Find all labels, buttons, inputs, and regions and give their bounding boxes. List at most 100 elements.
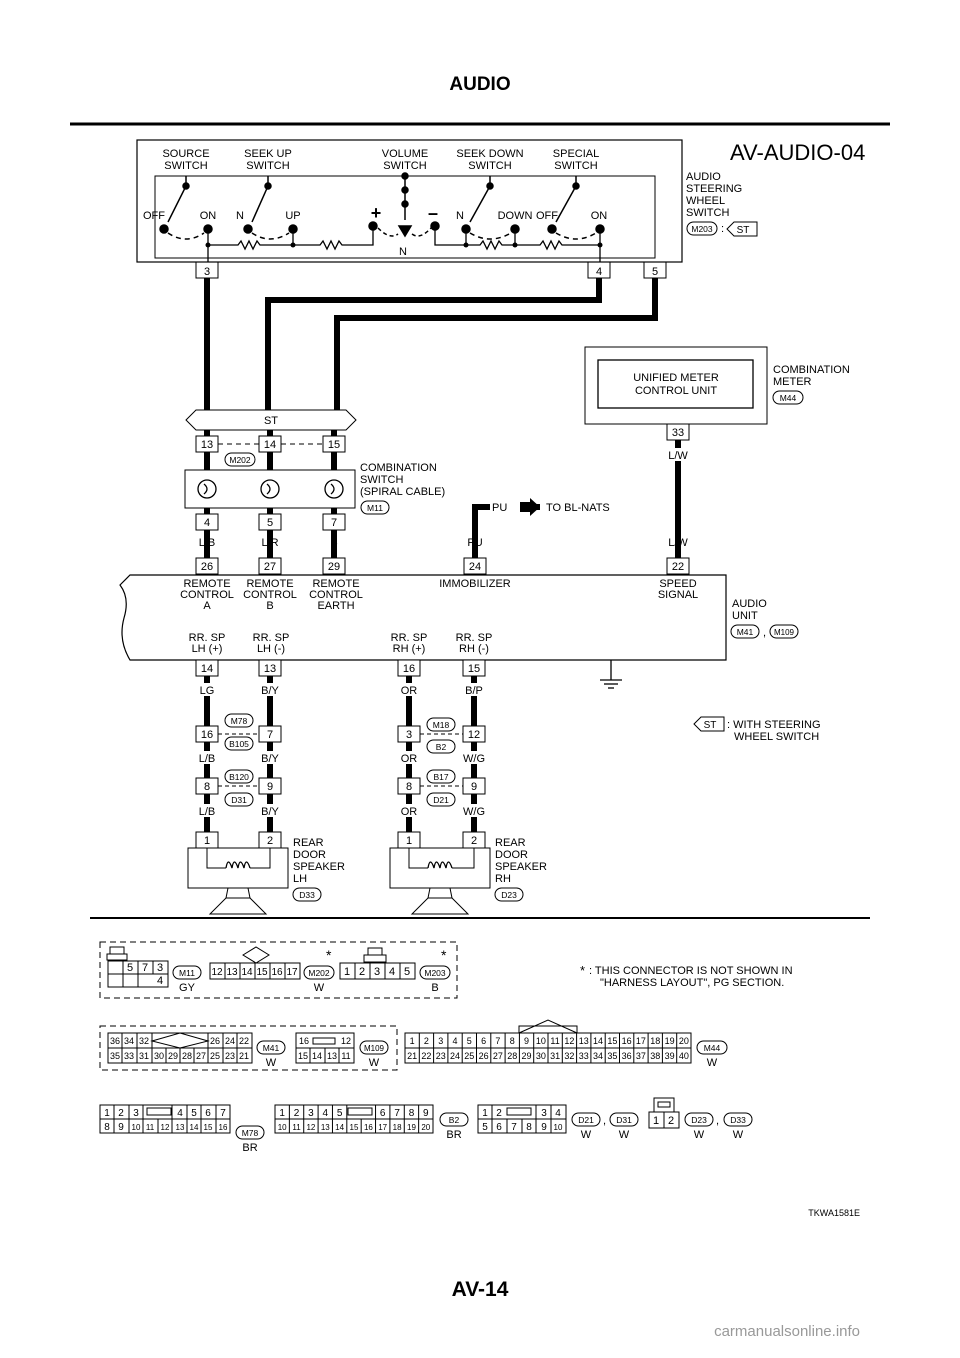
pos-plus: + — [371, 203, 382, 223]
diagram-id: AV-AUDIO-04 — [730, 140, 865, 165]
m41-name: M41 — [263, 1043, 280, 1053]
d23-comma: , — [716, 1115, 719, 1127]
m44-pin-31: 31 — [550, 1051, 560, 1061]
b2-pin-8: 8 — [409, 1108, 415, 1119]
m78-p4: 4 — [177, 1108, 183, 1119]
m44-pin-23: 23 — [436, 1051, 446, 1061]
m78-p14: 14 — [190, 1123, 199, 1132]
cs-pin-13: 13 — [201, 439, 213, 451]
st-bus-label: ST — [264, 415, 278, 427]
wire-wg3: W/G — [463, 806, 485, 818]
spk-lh-pin2: 2 — [267, 835, 273, 847]
m11-p7: 7 — [142, 962, 148, 974]
asws-name-3: WHEEL — [686, 195, 725, 207]
speaker-coil-icon — [225, 861, 251, 869]
pos-down: DOWN — [498, 210, 533, 222]
connector-m109-badge: M109 — [774, 628, 795, 637]
m44-pin-1: 1 — [410, 1036, 415, 1046]
au-lbl-e2: CONTROL — [309, 589, 363, 601]
badge-d33: D33 — [299, 890, 315, 900]
speaker-icon — [225, 887, 251, 899]
m44-pin-29: 29 — [521, 1051, 531, 1061]
connector-row-2: 36 34 32 26 24 22 35 33 31 30 29 28 27 2… — [99, 1019, 728, 1071]
m78-name: M78 — [242, 1128, 259, 1138]
m78-p13: 13 — [176, 1123, 185, 1132]
m44-pin-32: 32 — [564, 1051, 574, 1061]
m109-p11: 11 — [341, 1051, 350, 1061]
m78-p9: 9 — [118, 1122, 124, 1133]
volume-switch-label2: SWITCH — [383, 160, 426, 172]
b2-pin-10: 10 — [278, 1123, 287, 1132]
m78-p8: 8 — [104, 1122, 110, 1133]
j3-p9: 9 — [267, 781, 273, 793]
m203-color: B — [431, 982, 438, 994]
au-name-2: UNIT — [732, 610, 758, 622]
d23-p1: 1 — [653, 1115, 659, 1127]
spk-lh-name1: REAR — [293, 837, 324, 849]
au-lbl-lhp1: RR. SP — [189, 632, 226, 644]
m109-p14: 14 — [312, 1051, 322, 1061]
au-pin-16: 16 — [403, 663, 415, 675]
st-bus: ST — [185, 409, 357, 431]
wires-steering — [204, 278, 658, 420]
m78-p1: 1 — [104, 1108, 110, 1119]
special-switch-label: SPECIAL — [553, 148, 599, 160]
d21-p10: 10 — [554, 1123, 563, 1132]
asws-name-4: SWITCH — [686, 207, 729, 219]
m41-p28: 28 — [182, 1051, 192, 1061]
arrow-icon — [520, 498, 540, 516]
m41-p35: 35 — [110, 1051, 120, 1061]
d31-color: W — [619, 1129, 630, 1141]
au-pin-27: 27 — [264, 561, 276, 573]
m11-color: GY — [179, 982, 196, 994]
m41-p27: 27 — [196, 1051, 206, 1061]
m202-p12: 12 — [211, 967, 223, 978]
m44-pin-11: 11 — [550, 1036, 559, 1046]
b2-pin-14: 14 — [335, 1123, 344, 1132]
au-lbl-lhm1: RR. SP — [253, 632, 290, 644]
j1-p16: 16 — [201, 729, 213, 741]
m44-pin-26: 26 — [479, 1051, 489, 1061]
m44-pin-39: 39 — [665, 1051, 675, 1061]
wire-lb2: L/B — [199, 753, 216, 765]
connector-m202-badge: M202 — [229, 455, 251, 465]
pos-n: N — [236, 210, 244, 222]
m203-name: M203 — [424, 968, 446, 978]
m44-pin-34: 34 — [593, 1051, 603, 1061]
m44-name: M44 — [704, 1043, 721, 1053]
au-lbl-immo: IMMOBILIZER — [439, 578, 511, 590]
au-pin-26: 26 — [201, 561, 213, 573]
m41-p34: 34 — [124, 1036, 134, 1046]
m78-color: BR — [242, 1142, 257, 1154]
m202-color: W — [314, 982, 325, 994]
wire-pu: PU — [467, 537, 482, 549]
wire-lb: L/B — [199, 537, 216, 549]
badge-d31: D31 — [231, 795, 247, 805]
page-number: AV-14 — [451, 1278, 509, 1301]
wire-or3: OR — [401, 806, 418, 818]
pos-on2: ON — [591, 210, 608, 222]
m44-pin-40: 40 — [679, 1051, 689, 1061]
d21-p5: 5 — [482, 1122, 488, 1133]
d21-p8: 8 — [526, 1122, 532, 1133]
b2-pin-17: 17 — [378, 1123, 387, 1132]
m44-pin-8: 8 — [510, 1036, 515, 1046]
m41-p25: 25 — [210, 1051, 220, 1061]
pos-on: ON — [200, 210, 217, 222]
m44-pin-18: 18 — [650, 1036, 660, 1046]
m11-p3: 3 — [157, 962, 163, 974]
m203-p2: 2 — [359, 966, 365, 978]
asws-name-1: AUDIO — [686, 171, 721, 183]
m44-pin-37: 37 — [636, 1051, 646, 1061]
m41-p31: 31 — [139, 1051, 149, 1061]
d21-name: D21 — [578, 1115, 594, 1125]
j1-p7: 7 — [267, 729, 273, 741]
m41-p22: 22 — [239, 1036, 249, 1046]
m41-p36: 36 — [110, 1036, 120, 1046]
cs-pin-14: 14 — [264, 439, 276, 451]
m78-p2: 2 — [118, 1108, 124, 1119]
wire-or2: OR — [401, 753, 418, 765]
d21-p4: 4 — [555, 1108, 561, 1119]
wire-by3: B/Y — [261, 806, 279, 818]
b2-pin-4: 4 — [323, 1108, 329, 1119]
